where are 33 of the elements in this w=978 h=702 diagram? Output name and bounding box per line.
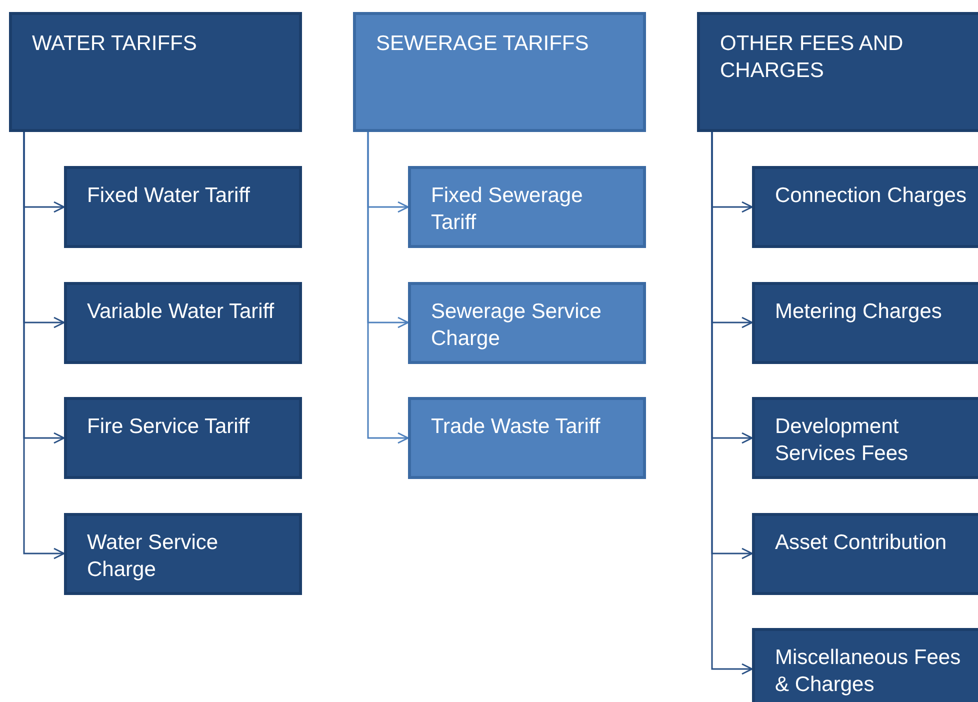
item-label: Fire Service Tariff: [87, 414, 251, 440]
item-box: [408, 166, 646, 248]
item-label: Water Service Charge: [87, 530, 220, 582]
item-label: Asset Contribution: [775, 530, 948, 556]
item-label: Development Services Fees: [775, 414, 910, 467]
item-box: [64, 282, 302, 364]
item-box: [752, 166, 978, 248]
header-text: OTHER FEES AND CHARGES: [720, 31, 904, 84]
item-box: [408, 282, 646, 364]
item-box: [752, 397, 978, 479]
item-label: Metering Charges: [775, 298, 943, 324]
category-header-box: [9, 12, 302, 132]
item-label: Miscellaneous Fees & Charges: [775, 645, 962, 698]
item-label: Trade Waste Tariff: [431, 414, 602, 440]
category-header-box: [697, 12, 978, 132]
connector-arrow: [23, 132, 65, 560]
item-box: [64, 397, 302, 479]
item-label: Sewerage Service Charge: [431, 298, 602, 352]
item-box: [752, 282, 978, 364]
connector-arrow: [711, 132, 753, 675]
category-header-box: [353, 12, 646, 132]
item-label: Fixed Sewerage Tariff: [431, 183, 584, 236]
connector-arrow: [367, 132, 409, 444]
item-label: Connection Charges: [775, 183, 967, 209]
header-text: SEWERAGE TARIFFS: [376, 31, 590, 57]
item-box: [64, 512, 302, 594]
header-text: WATER TARIFFS: [32, 31, 198, 57]
item-label: Variable Water Tariff: [87, 298, 276, 324]
item-box: [752, 512, 978, 594]
item-label: Fixed Water Tariff: [87, 183, 251, 209]
item-box: [64, 166, 302, 248]
item-box: [752, 628, 978, 702]
item-box: [408, 397, 646, 479]
